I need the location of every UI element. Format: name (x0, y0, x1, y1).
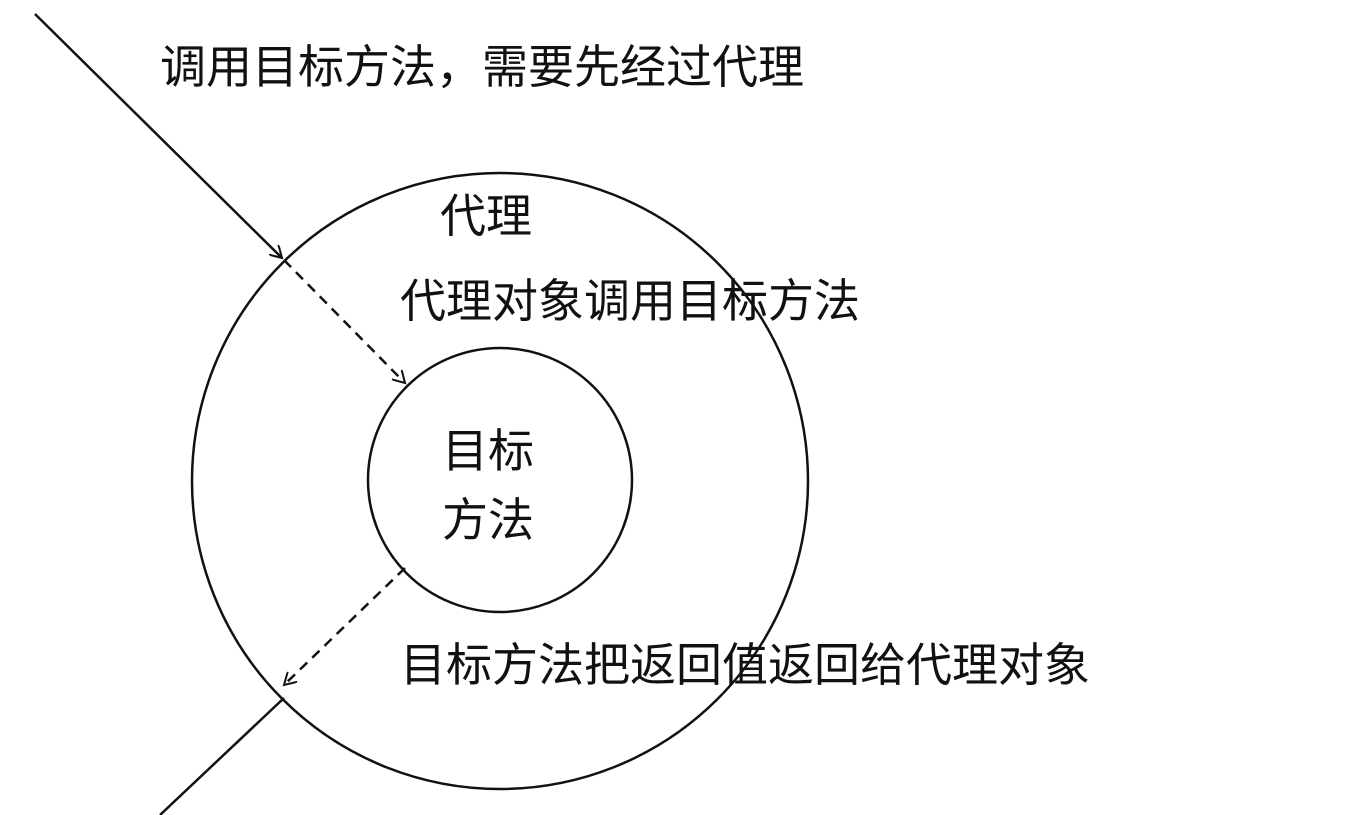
incoming-call-arrow (34, 13, 282, 258)
target-label-line2: 方法 (442, 493, 534, 547)
target-method-circle (366, 346, 634, 614)
proxy-calls-target-label: 代理对象调用目标方法 (400, 274, 860, 328)
outgoing-return-line (159, 697, 285, 815)
proxy-circle (190, 171, 810, 791)
proxy-to-target-dashed-arrow (283, 259, 405, 383)
target-return-dashed-arrow (284, 567, 406, 685)
target-label-line1: 目标 (442, 424, 534, 478)
proxy-label: 代理 (440, 189, 532, 243)
call-description-label: 调用目标方法，需要先经过代理 (160, 40, 804, 94)
target-returns-label: 目标方法把返回值返回给代理对象 (400, 638, 1090, 692)
